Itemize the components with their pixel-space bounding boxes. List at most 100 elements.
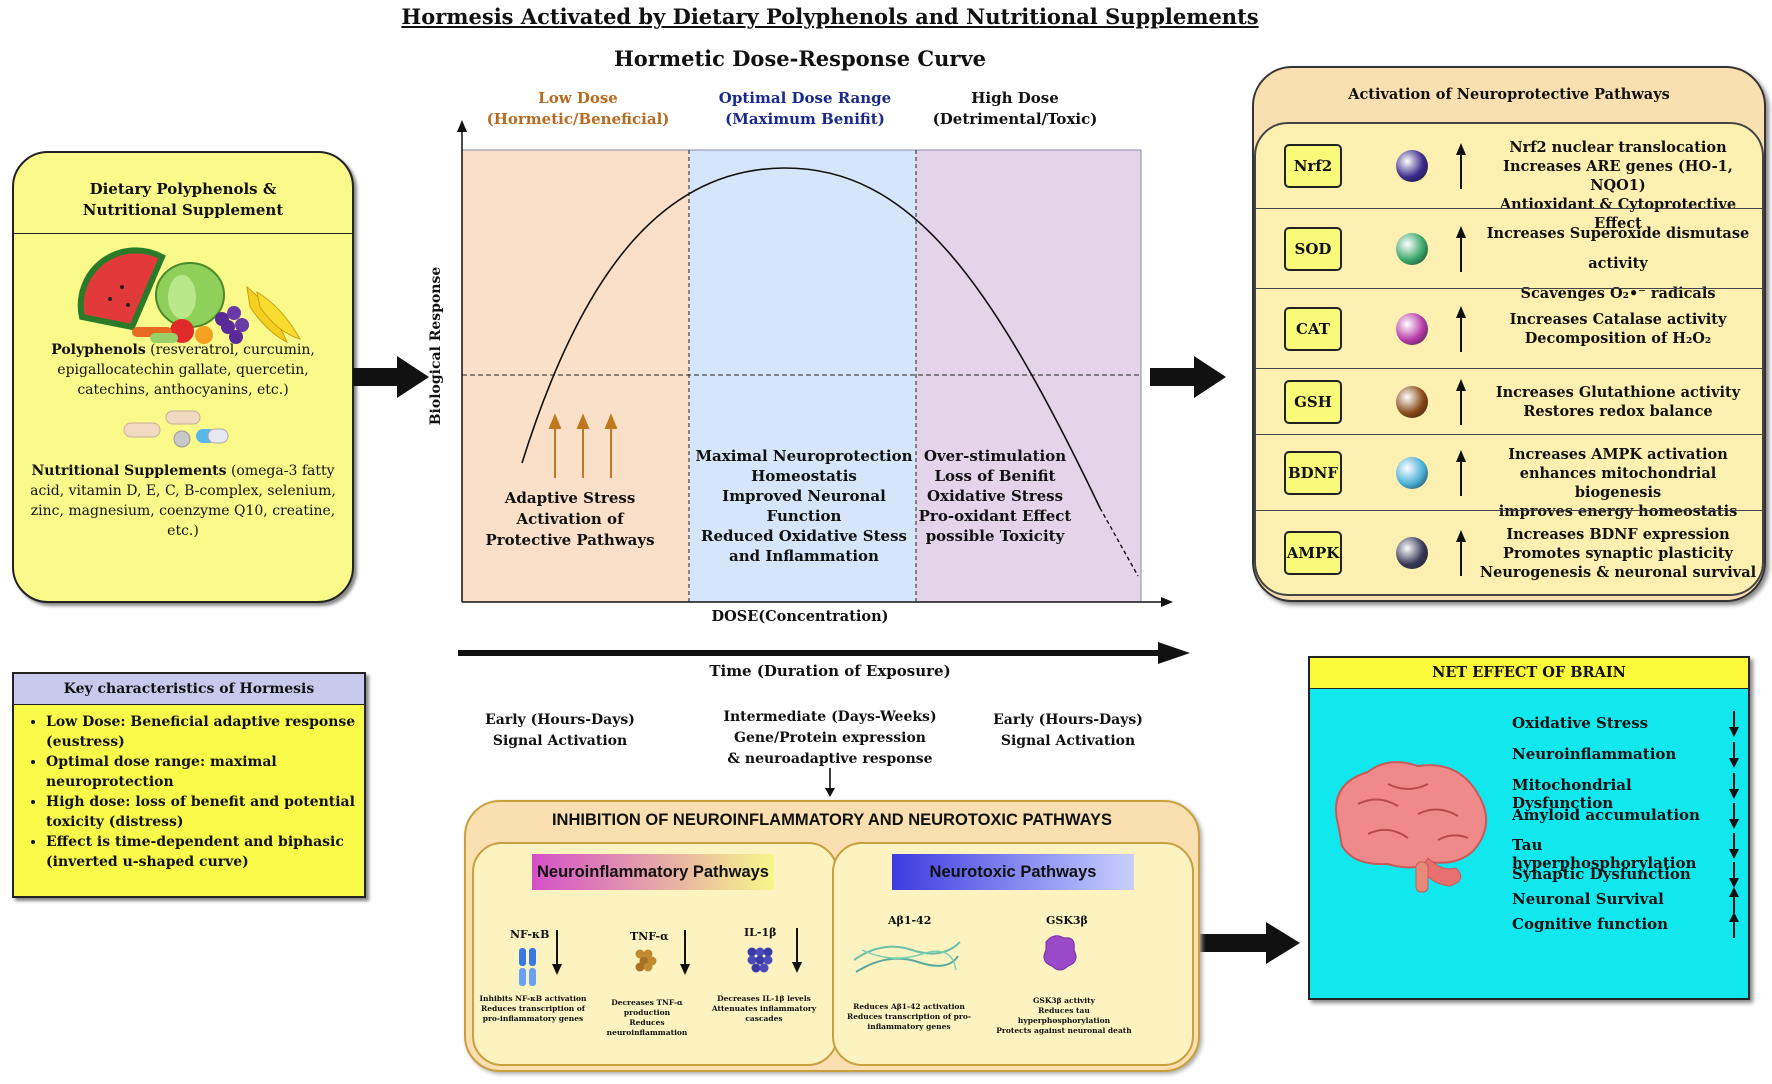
- high-dose-text-line: possible Toxicity: [925, 527, 1065, 545]
- key-item: Optimal dose range: maximal neuroprotect…: [46, 752, 378, 792]
- abeta-line: Reduces transcription of pro-: [847, 1012, 971, 1021]
- amyloid-fibril-icon: [853, 941, 961, 973]
- neurotoxic-title: Neurotoxic Pathways: [892, 854, 1134, 890]
- optimal-dose-zone: [689, 150, 916, 602]
- up-arrow-icon: [1456, 450, 1466, 496]
- pathway-description-line: Neurogenesis & neuronal survival: [1479, 563, 1757, 581]
- optimal-dose-text-line: Maximal Neuroprotection: [695, 447, 913, 465]
- optimal-dose-text-line: and Inflammation: [729, 547, 879, 565]
- up-arrow-icon: [1456, 530, 1466, 576]
- high-dose-zone: [916, 150, 1141, 602]
- pathway-name: Nrf2: [1284, 144, 1342, 188]
- arrow-to-pathways: [1150, 356, 1226, 398]
- polyphenols-description: Polyphenols (resveratrol, curcumin, epig…: [24, 340, 342, 400]
- abeta-description: Reduces Aβ1-42 activation Reduces transc…: [844, 1002, 974, 1032]
- nfkb-down-arrow: [552, 930, 562, 975]
- pathway-molecule-icon: [1396, 313, 1428, 345]
- pathway-name: SOD: [1284, 227, 1342, 271]
- adaptive-arrows: [548, 413, 618, 478]
- optimal-dose-label: Optimal Dose Range (Maximum Benifit): [700, 88, 910, 130]
- nfkb-line: Inhibits NF-κB activation: [479, 994, 587, 1003]
- tnf-down-arrow: [680, 930, 690, 975]
- pathway-molecule-icon: [1396, 537, 1428, 569]
- pathway-description-line: Increases BDNF expression: [1506, 525, 1730, 543]
- gsk3b-name: GSK3β: [1046, 914, 1088, 927]
- optimal-dose-text: Maximal Neuroprotection Homeostatis Impr…: [689, 446, 919, 566]
- supplements-list: (omega-3 fatty acid, vitamin D, E, C, B-…: [30, 463, 336, 539]
- il1b-icon: [747, 947, 773, 973]
- pathway-name: BDNF: [1284, 451, 1342, 495]
- up-arrow-icon: [1456, 226, 1466, 272]
- il1b-line: Decreases IL-1β levels: [717, 994, 811, 1003]
- y-axis-label: Biological Response: [428, 266, 444, 426]
- nfkb-icon: [519, 948, 536, 986]
- tnf-icon: [635, 949, 657, 972]
- up-arrow-icon: [1729, 887, 1739, 913]
- key-characteristics-box: Key characteristics of Hormesis Low Dose…: [12, 672, 366, 898]
- time-intermediate: Intermediate (Days-Weeks) Gene/Protein e…: [720, 707, 940, 770]
- figure-title: Hormesis Activated by Dietary Polyphenol…: [401, 4, 1259, 29]
- time-early-right: Early (Hours-Days) Signal Activation: [978, 710, 1158, 752]
- down-arrow-to-inhibition: [825, 768, 835, 797]
- key-characteristics-title: Key characteristics of Hormesis: [14, 674, 364, 705]
- il1b-down-arrow: [792, 928, 802, 973]
- inhibition-box: INHIBITION OF NEUROINFLAMMATORY AND NEUR…: [464, 800, 1200, 1072]
- pathways-title: Activation of Neuroprotective Pathways: [1348, 86, 1670, 103]
- neuroprotective-pathways-box: Activation of Neuroprotective Pathways N…: [1252, 66, 1766, 602]
- up-arrow-icon: [1456, 379, 1466, 425]
- time-early-right-line1: Early (Hours-Days): [993, 712, 1143, 728]
- down-arrow-icon: [1729, 833, 1739, 859]
- pathway-description-line: Scavenges O₂•⁻ radicals: [1520, 285, 1716, 302]
- polyphenols-divider: [14, 233, 352, 234]
- net-effect-item: Oxidative Stress: [1512, 714, 1649, 732]
- pathway-description-line: Increases Glutathione activity: [1495, 384, 1741, 401]
- key-item: Low Dose: Beneficial adaptive response (…: [46, 712, 378, 752]
- dose-response-curve: [521, 167, 1101, 509]
- net-effect-item: Cognitive function: [1512, 915, 1669, 933]
- tnf-line: Decreases TNF-α production: [611, 998, 683, 1017]
- il1b-name: IL-1β: [744, 926, 777, 939]
- key-item: Effect is time-dependent and biphasic (i…: [46, 832, 378, 872]
- time-intermediate-line2: Gene/Protein expression: [734, 730, 926, 746]
- net-effect-item: Neuronal Survival: [1512, 890, 1664, 908]
- optimal-dose-text-line: Improved Neuronal Function: [722, 487, 886, 525]
- low-dose-text-line: Adaptive Stress: [504, 489, 636, 507]
- low-dose-label-line2: (Hormetic/Beneficial): [486, 110, 670, 128]
- inhibition-title: INHIBITION OF NEUROINFLAMMATORY AND NEUR…: [551, 811, 1113, 829]
- up-arrow-icon: [1456, 306, 1466, 352]
- optimal-dose-text-line: Reduced Oxidative Stess: [700, 527, 907, 545]
- optimal-dose-label-line1: Optimal Dose Range: [718, 89, 892, 107]
- neurotoxic-panel: Neurotoxic Pathways Aβ1-42 Reduces Aβ1-4…: [832, 842, 1194, 1066]
- gsk3b-line: Reduces tau hyperphosphorylation: [1017, 1006, 1111, 1025]
- pathway-description-line: improves energy homeostatis: [1498, 502, 1738, 520]
- pathway-molecule-icon: [1396, 457, 1428, 489]
- pathway-description-line: Increases Catalase activity: [1509, 311, 1727, 328]
- down-arrow-icon: [1729, 803, 1739, 829]
- time-arrow: [458, 642, 1190, 664]
- nfkb-name: NF-κB: [510, 928, 550, 941]
- polyphenols-title-line1: Dietary Polyphenols &: [89, 180, 277, 198]
- optimal-dose-label-line2: (Maximum Benifit): [725, 110, 885, 128]
- key-characteristics-list: Low Dose: Beneficial adaptive response (…: [28, 712, 378, 872]
- polyphenols-title-line2: Nutritional Supplement: [82, 201, 284, 219]
- high-dose-text-line: Loss of Benifit: [934, 467, 1056, 485]
- net-effect-item: Synaptic Dysfunction: [1512, 865, 1691, 883]
- down-arrow-icon: [1729, 711, 1739, 737]
- net-effect-title: NET EFFECT OF BRAIN: [1310, 658, 1748, 689]
- time-early-right-line2: Signal Activation: [1000, 733, 1136, 749]
- time-intermediate-line3: & neuroadaptive response: [727, 751, 933, 767]
- low-dose-label: Low Dose (Hormetic/Beneficial): [478, 88, 678, 130]
- polyphenols-label: Polyphenols: [51, 342, 146, 358]
- pathway-name: CAT: [1284, 307, 1342, 351]
- hormetic-curve-diagram: [457, 120, 1173, 607]
- low-dose-text-line: Protective Pathways: [485, 531, 655, 549]
